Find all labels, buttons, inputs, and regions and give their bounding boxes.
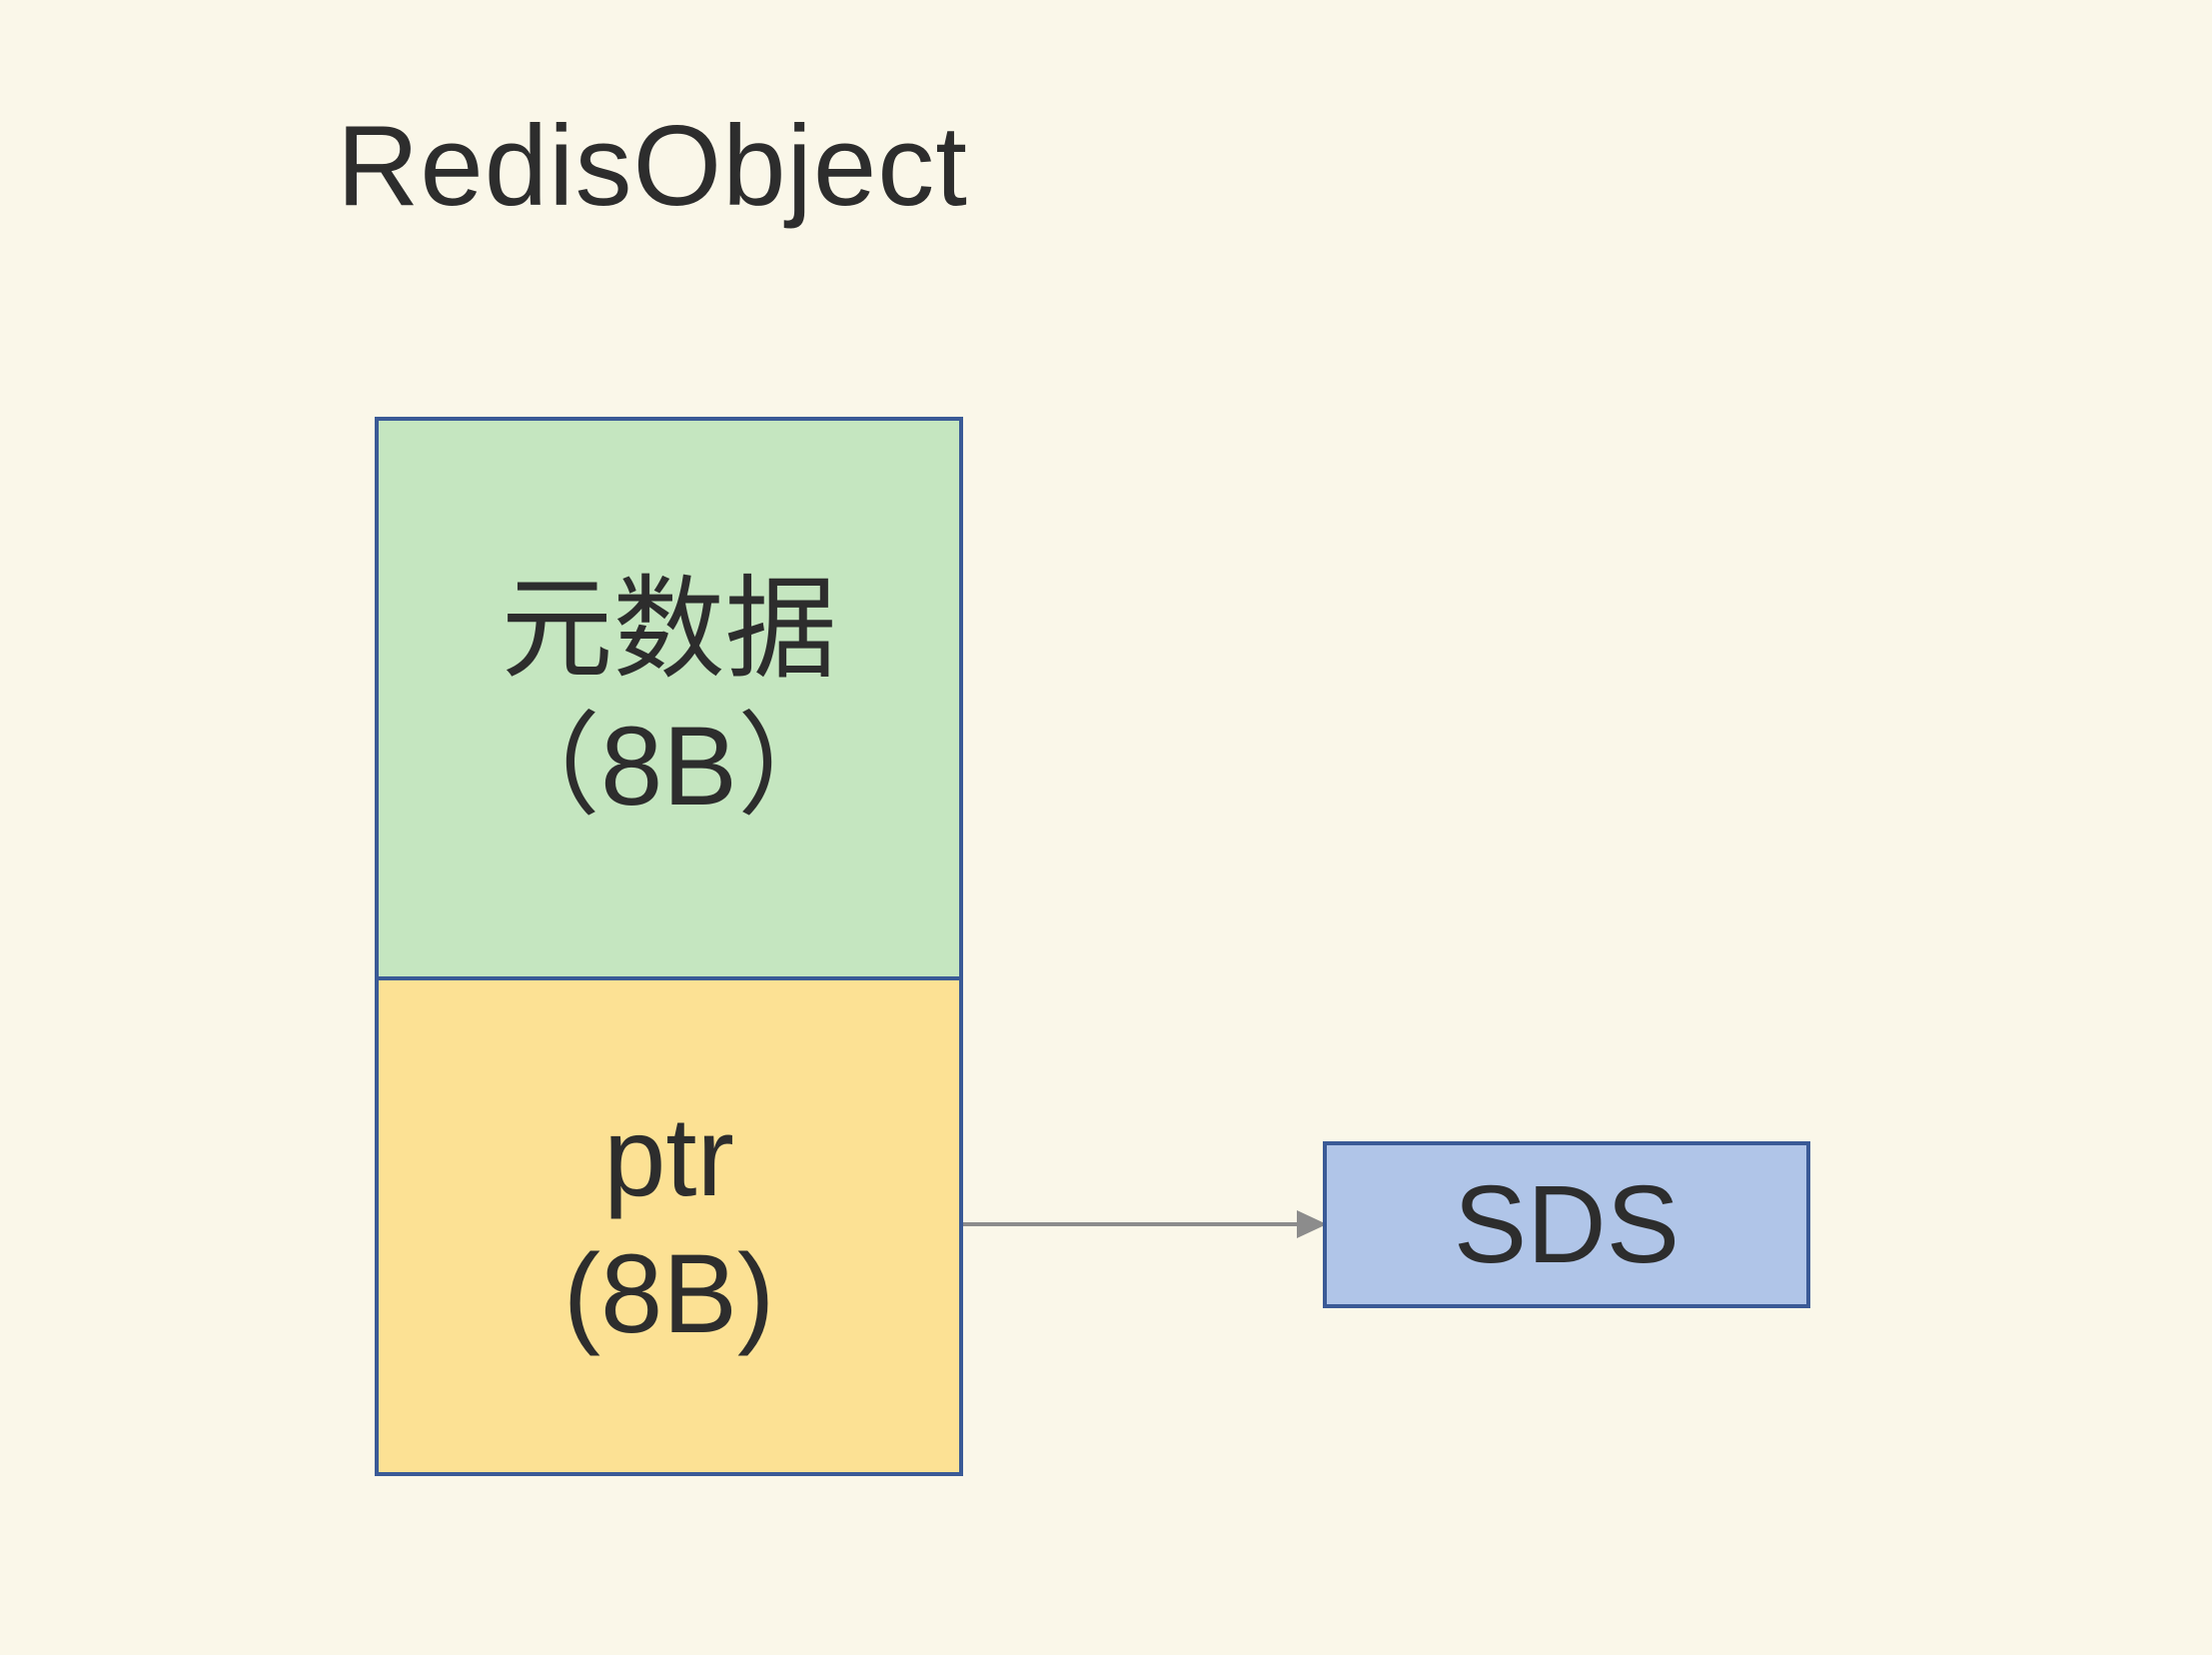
- diagram-title: RedisObject: [337, 103, 968, 230]
- ptr-cell: ptr (8B): [379, 980, 959, 1472]
- metadata-size-label: （8B）: [489, 704, 849, 828]
- metadata-label: 元数据: [501, 567, 837, 693]
- arrowhead-icon: [1297, 1210, 1327, 1238]
- sds-box: SDS: [1323, 1141, 1810, 1308]
- ptr-label: ptr: [603, 1094, 734, 1220]
- ptr-size-label: (8B): [562, 1231, 775, 1356]
- pointer-arrow: [963, 1210, 1327, 1238]
- redis-object-struct: 元数据 （8B） ptr (8B): [375, 417, 963, 1476]
- sds-label: SDS: [1453, 1163, 1680, 1286]
- metadata-cell: 元数据 （8B）: [379, 421, 959, 980]
